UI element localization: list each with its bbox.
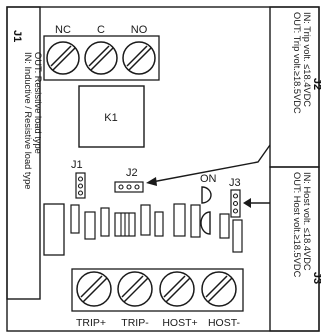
jumper-j1-label: J1 [71, 159, 83, 171]
left-jumper-info-box: J1 IN: Inductive / Resistive load type O… [6, 6, 43, 300]
led-on: ON [200, 173, 217, 204]
right-top-box-title: J2 [311, 78, 321, 90]
right-top-box-line2: OUT: Trip volt.≥18.5VDC [292, 12, 302, 114]
arrow-j2-pointer [146, 144, 271, 186]
resistor-7 [190, 204, 201, 238]
terminal-label-c: C [97, 24, 105, 36]
terminal-label-host-minus: HOST- [208, 317, 241, 329]
capacitor-left [43, 203, 65, 256]
led-label: ON [200, 173, 217, 185]
screw-terminal-trip-minus [117, 271, 153, 307]
resistor-6 [173, 203, 186, 237]
left-box-title: J1 [11, 30, 23, 42]
resistor-4 [140, 204, 151, 236]
screw-terminal-host-minus [201, 271, 237, 307]
relay-label: K1 [104, 112, 117, 124]
right-bottom-box-title: J3 [311, 272, 321, 284]
terminal-label-no: NO [131, 24, 148, 36]
right-bottom-info-box: J3 IN: Host volt. ≤18.4VDC OUT: Host vol… [269, 166, 321, 332]
left-box-line2: OUT: Resistive load type [33, 52, 43, 154]
jumper-j2: J2 [114, 167, 144, 193]
screw-terminal-nc [46, 41, 80, 75]
right-top-info-box: J2 IN: Trip volt. ≤18.4VDC OUT: Trip vol… [269, 6, 321, 168]
terminal-label-host-plus: HOST+ [162, 317, 197, 329]
components-row [43, 203, 243, 256]
terminal-label-trip-plus: TRIP+ [76, 317, 106, 329]
left-box-line1: IN: Inductive / Resistive load type [23, 52, 33, 189]
right-top-box-line1: IN: Trip volt. ≤18.4VDC [302, 12, 312, 107]
resistor-1 [70, 204, 80, 234]
jumper-j2-label: J2 [126, 167, 138, 179]
screw-terminal-no [122, 41, 156, 75]
right-bottom-box-line2: OUT: Host volt.≥18.5VDC [292, 172, 302, 278]
screw-terminal-host-plus [159, 271, 195, 307]
bottom-terminal-block: TRIP+ TRIP- HOST+ HOST- [71, 268, 244, 329]
jumper-j1: J1 [71, 159, 86, 199]
diode-pair [114, 212, 136, 237]
resistor-5 [154, 211, 164, 237]
screw-terminal-c [84, 41, 118, 75]
led-2 [200, 211, 211, 235]
arrow-j3-pointer [243, 198, 270, 208]
terminal-label-trip-minus: TRIP- [121, 317, 149, 329]
resistor-3 [100, 207, 110, 237]
jumper-j3: J3 [229, 177, 241, 218]
resistor-2 [84, 211, 96, 240]
jumper-j3-label: J3 [229, 177, 241, 189]
resistor-8 [219, 213, 230, 239]
resistor-9 [232, 219, 243, 253]
relay-k1: K1 [78, 85, 145, 148]
top-terminal-block: NC C NO [43, 24, 160, 81]
screw-terminal-trip-plus [76, 271, 112, 307]
right-bottom-box-line1: IN: Host volt. ≤18.4VDC [302, 172, 312, 271]
terminal-label-nc: NC [55, 24, 71, 36]
